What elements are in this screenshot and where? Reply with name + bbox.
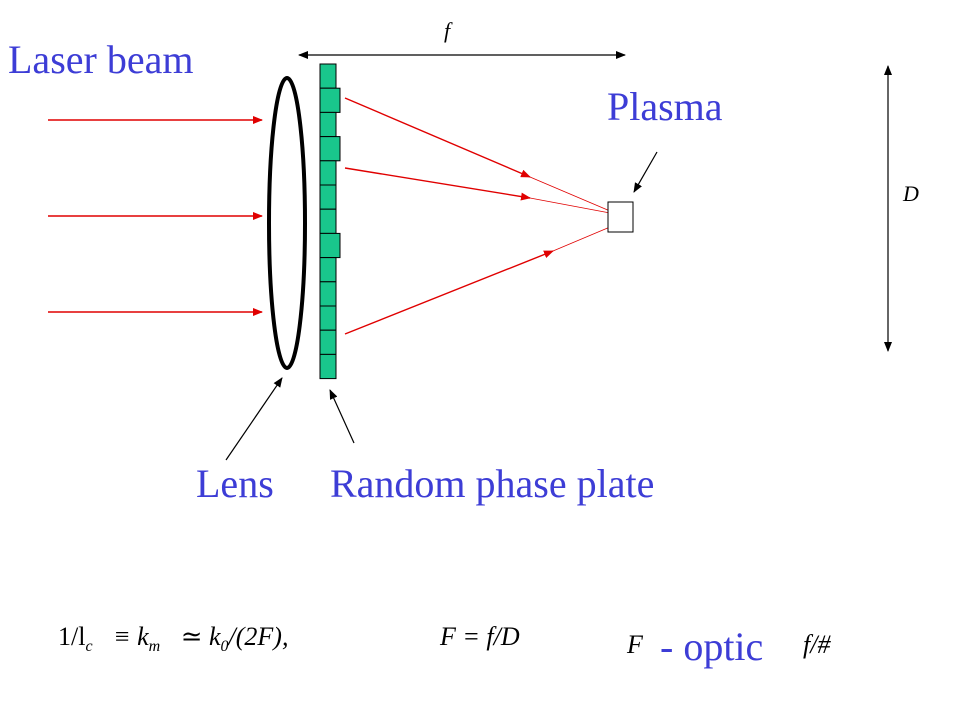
coherence-formula: 1/lc ≡ km ≃ k0/(2F),	[58, 624, 288, 655]
f-number-definition: F = f/D	[440, 622, 520, 651]
phase-plate-cell	[319, 208, 337, 234]
focal-length-label: f	[444, 18, 451, 43]
f-symbol: F	[627, 630, 643, 659]
diameter-label: D	[903, 181, 919, 206]
phase-plate-cell	[319, 353, 337, 380]
phase-plate-cell	[319, 281, 337, 307]
phase-plate-cell	[319, 232, 341, 259]
formula-sub-c: c	[85, 638, 93, 656]
optic-text: - optic	[660, 624, 764, 669]
lens-pointer-arrow	[225, 377, 283, 461]
phase-plate-cell	[319, 87, 341, 113]
plasma-label: Plasma	[607, 84, 723, 129]
phase-plate-cell	[319, 136, 341, 162]
formula-sub-0: 0	[220, 638, 229, 656]
phase-plate-cell	[319, 160, 337, 186]
focused-ray-1-tail	[529, 176, 611, 212]
formula-approx-k: ≃ k	[180, 622, 221, 651]
formula-inverse-l: 1/l	[58, 622, 86, 651]
focused-ray-3-tail	[552, 226, 611, 252]
phase-plate-cell	[319, 257, 337, 283]
plasma-pointer-arrow	[633, 151, 658, 193]
formula-sub-m: m	[148, 638, 161, 656]
plate-pointer-arrow	[329, 389, 355, 444]
lens-label: Lens	[196, 461, 274, 506]
phase-plate-cell	[319, 111, 337, 138]
focused-ray-1	[344, 97, 531, 178]
formula-k0-rest: /(2F),	[228, 622, 289, 651]
f-hash-symbol: f/#	[803, 630, 831, 659]
phase-plate-cell	[319, 329, 337, 355]
focused-ray-3	[344, 250, 554, 335]
random-phase-plate-label: Random phase plate	[330, 461, 655, 506]
plasma-box	[607, 201, 634, 233]
random-phase-plate	[319, 63, 341, 380]
focused-ray-2-tail	[529, 197, 611, 214]
lens-shape	[267, 76, 307, 370]
phase-plate-cell	[319, 63, 337, 89]
laser-beam-label: Laser beam	[8, 37, 194, 82]
focused-ray-2	[344, 167, 531, 201]
phase-plate-cell	[319, 305, 337, 331]
phase-plate-cell	[319, 184, 337, 210]
formula-equiv-k: ≡ k	[113, 622, 149, 651]
